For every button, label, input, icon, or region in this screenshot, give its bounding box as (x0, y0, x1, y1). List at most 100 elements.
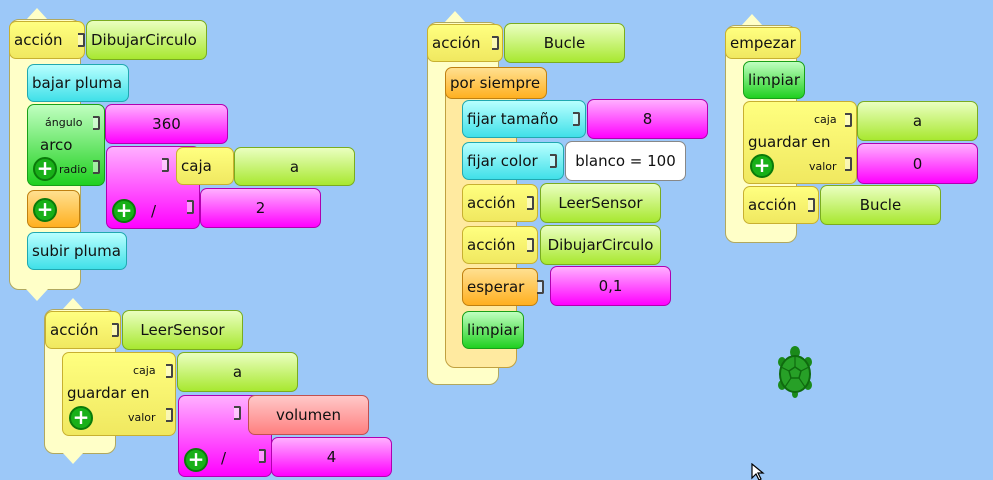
store-box-param-label: caja (133, 364, 156, 377)
call-action-name-2[interactable]: DibujarCirculo (540, 225, 661, 265)
connector-icon (259, 449, 266, 463)
set-color-label: fijar color (467, 152, 538, 170)
set-size-block[interactable]: fijar tamaño (462, 100, 586, 138)
call-action-name-text: Bucle (859, 196, 902, 214)
connector-icon (166, 408, 173, 422)
color-value-field[interactable]: blanco = 100 (565, 141, 686, 181)
angle-value-field[interactable]: 360 (105, 104, 228, 144)
connector-icon (78, 33, 85, 47)
forever-loop-block[interactable]: por siempre (445, 67, 547, 99)
expand-plus-icon[interactable]: + (69, 406, 93, 430)
connector-icon (187, 200, 194, 214)
arc-radius-param-label: radio (59, 163, 88, 176)
call-action-block-1[interactable]: acción (462, 184, 538, 222)
pen-down-block[interactable]: bajar pluma (27, 64, 129, 102)
expand-plus-icon[interactable]: + (33, 198, 57, 222)
wait-block[interactable]: esperar (462, 268, 538, 306)
call-action-name-text: LeerSensor (558, 194, 643, 212)
divisor-value-text: 4 (326, 448, 337, 466)
turtle-icon[interactable] (775, 345, 815, 399)
store-label: guardar en (748, 133, 831, 151)
store-value-field[interactable]: 0 (857, 143, 978, 184)
mouse-cursor-icon (751, 463, 765, 480)
set-size-label: fijar tamaño (467, 110, 559, 128)
expand-plus-icon[interactable]: + (750, 154, 774, 178)
sensor-volume-block[interactable]: volumen (248, 395, 369, 435)
call-action-label: acción (467, 236, 516, 254)
connector-icon (845, 157, 852, 171)
store-value-param-label: valor (128, 411, 156, 424)
division-operator: / (151, 202, 157, 220)
division-block[interactable]: + / (106, 146, 200, 229)
divisor-value-field[interactable]: 4 (271, 437, 392, 477)
size-value-field[interactable]: 8 (587, 99, 708, 139)
call-action-label: acción (748, 196, 797, 214)
connector-icon (93, 160, 100, 174)
connector-icon (550, 154, 557, 168)
stack-top-arrow (741, 14, 763, 26)
call-action-name-text: DibujarCirculo (547, 236, 654, 254)
call-action-name[interactable]: Bucle (820, 185, 941, 225)
stack-bottom-arrow (62, 452, 84, 464)
color-value-text: blanco = 100 (575, 152, 676, 170)
start-header-block[interactable]: empezar (725, 27, 801, 59)
forever-loop-label: por siempre (450, 74, 541, 92)
call-action-block[interactable]: acción (743, 186, 819, 224)
store-label: guardar en (67, 384, 150, 402)
arc-block[interactable]: ángulo arco radio + (27, 104, 105, 186)
connector-icon (492, 36, 499, 50)
empty-slot-block[interactable]: + (27, 190, 80, 228)
action-name-field[interactable]: LeerSensor (122, 310, 243, 350)
call-action-label: acción (467, 194, 516, 212)
connector-icon (93, 116, 100, 130)
call-action-block-2[interactable]: acción (462, 226, 538, 264)
connector-icon (527, 238, 534, 252)
connector-icon (166, 364, 173, 378)
expand-plus-icon[interactable]: + (33, 157, 57, 181)
action-name-field[interactable]: Bucle (504, 23, 625, 63)
box-name-text: a (289, 157, 300, 176)
connector-icon (162, 158, 169, 172)
pen-up-block[interactable]: subir pluma (27, 232, 127, 270)
set-color-block[interactable]: fijar color (462, 142, 564, 180)
clear-label: limpiar (748, 71, 800, 89)
box-name-field[interactable]: a (177, 352, 298, 392)
wait-value-text: 0,1 (598, 277, 623, 295)
size-value-text: 8 (642, 110, 653, 128)
box-name-field[interactable]: a (857, 101, 978, 141)
angle-value-text: 360 (152, 115, 181, 133)
connector-icon (808, 198, 815, 212)
clear-block[interactable]: limpiar (462, 311, 524, 349)
action-header-block[interactable]: acción (9, 21, 85, 59)
action-name-text: Bucle (543, 34, 586, 52)
expand-plus-icon[interactable]: + (184, 448, 208, 472)
connector-icon (527, 196, 534, 210)
wait-value-field[interactable]: 0,1 (550, 266, 671, 306)
sensor-volume-label: volumen (275, 406, 342, 424)
arc-label: arco (40, 136, 73, 154)
store-block[interactable]: caja guardar en valor + (743, 101, 857, 184)
box-read-block[interactable]: caja (176, 147, 234, 185)
action-header-block[interactable]: acción (427, 24, 503, 62)
stack-top-arrow (62, 298, 84, 310)
start-label: empezar (730, 34, 796, 52)
box-name-field[interactable]: a (234, 147, 355, 186)
box-name-text: a (912, 112, 923, 130)
action-name-field[interactable]: DibujarCirculo (86, 20, 207, 60)
call-action-name-1[interactable]: LeerSensor (540, 183, 661, 223)
divisor-value-field[interactable]: 2 (200, 188, 321, 228)
pen-down-label: bajar pluma (32, 74, 123, 92)
action-name-text: LeerSensor (140, 321, 225, 339)
store-value-param-label: valor (809, 160, 837, 173)
action-header-block[interactable]: acción (45, 311, 121, 349)
clear-block[interactable]: limpiar (743, 61, 805, 99)
connector-icon (537, 280, 544, 294)
stack-top-arrow (444, 11, 466, 23)
arc-angle-param-label: ángulo (45, 116, 83, 129)
store-block[interactable]: caja guardar en valor + (62, 352, 176, 436)
action-label: acción (14, 31, 63, 49)
box-label: caja (181, 157, 212, 175)
connector-icon (845, 113, 852, 127)
expand-plus-icon[interactable]: + (112, 199, 136, 223)
